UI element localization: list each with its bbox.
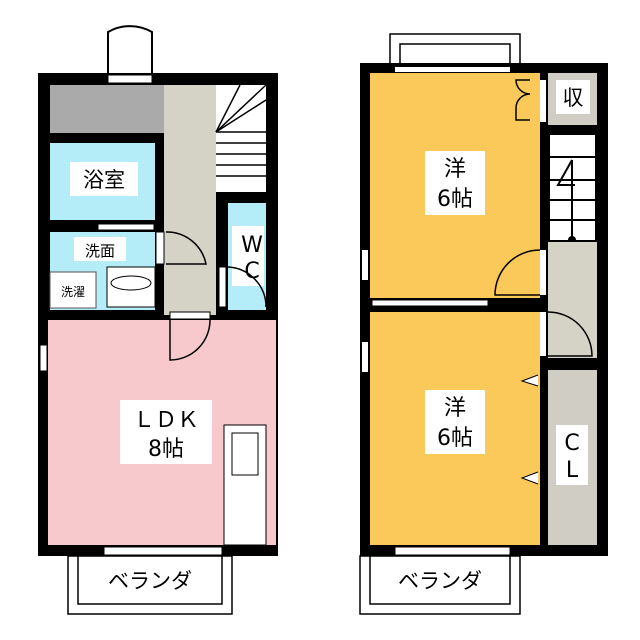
- stairs-lines: [215, 84, 267, 177]
- balcony-window: [394, 546, 511, 556]
- stairs-lines: [550, 156, 595, 240]
- window: [362, 342, 368, 372]
- room1-door[interactable]: [494, 249, 541, 296]
- entrance-door[interactable]: [107, 25, 153, 75]
- wc-door[interactable]: [227, 266, 267, 308]
- washroom-door[interactable]: [165, 231, 207, 265]
- balcony-window: [103, 546, 223, 556]
- laundry-label: 洗濯: [61, 285, 85, 299]
- ldk-label-1: ＬＤＫ: [133, 408, 199, 433]
- closet-door[interactable]: [520, 374, 539, 485]
- room-partition-window: [371, 299, 489, 307]
- laundry-space: [49, 271, 97, 309]
- balcony-label: ベランダ: [398, 569, 482, 593]
- basin-bowl: [110, 275, 152, 291]
- balcony-label: ベランダ: [108, 569, 192, 593]
- room2-label-2: 6帖: [437, 426, 473, 451]
- room2-label-1: 洋: [444, 396, 466, 421]
- washroom-label: 洗面: [85, 242, 115, 260]
- wc-label-2: C: [244, 259, 259, 284]
- wc-label-1: W: [241, 233, 263, 258]
- room1-label-1: 洋: [444, 157, 466, 182]
- upper-floor: 洋 6帖 収 洋 6帖 C L ベランダ: [359, 33, 608, 615]
- balcony-2: ベランダ: [359, 555, 521, 615]
- balcony-top: [389, 33, 521, 65]
- entry-area: [50, 85, 164, 133]
- bathroom-door[interactable]: [97, 223, 155, 231]
- storage-label: 収: [563, 86, 584, 110]
- hallway-door[interactable]: [547, 311, 593, 357]
- closet-label-2: L: [566, 458, 579, 483]
- ldk-door[interactable]: [169, 319, 211, 361]
- storage-door[interactable]: [515, 79, 531, 121]
- closet-label-1: C: [564, 431, 579, 456]
- bathroom-label: 浴室: [83, 168, 125, 192]
- window: [362, 250, 368, 280]
- hallway: [164, 85, 216, 315]
- ldk-label-2: 8帖: [148, 437, 184, 462]
- stairs[interactable]: [216, 85, 266, 192]
- ground-floor: 浴室 洗面 洗濯 W C ＬＤＫ 8帖 ベランダ: [38, 25, 278, 615]
- entrance-opening: [107, 74, 153, 84]
- window: [39, 344, 48, 372]
- balcony-1: ベランダ: [67, 555, 233, 615]
- kitchen-sink: [231, 432, 259, 476]
- room1-label-2: 6帖: [437, 187, 473, 212]
